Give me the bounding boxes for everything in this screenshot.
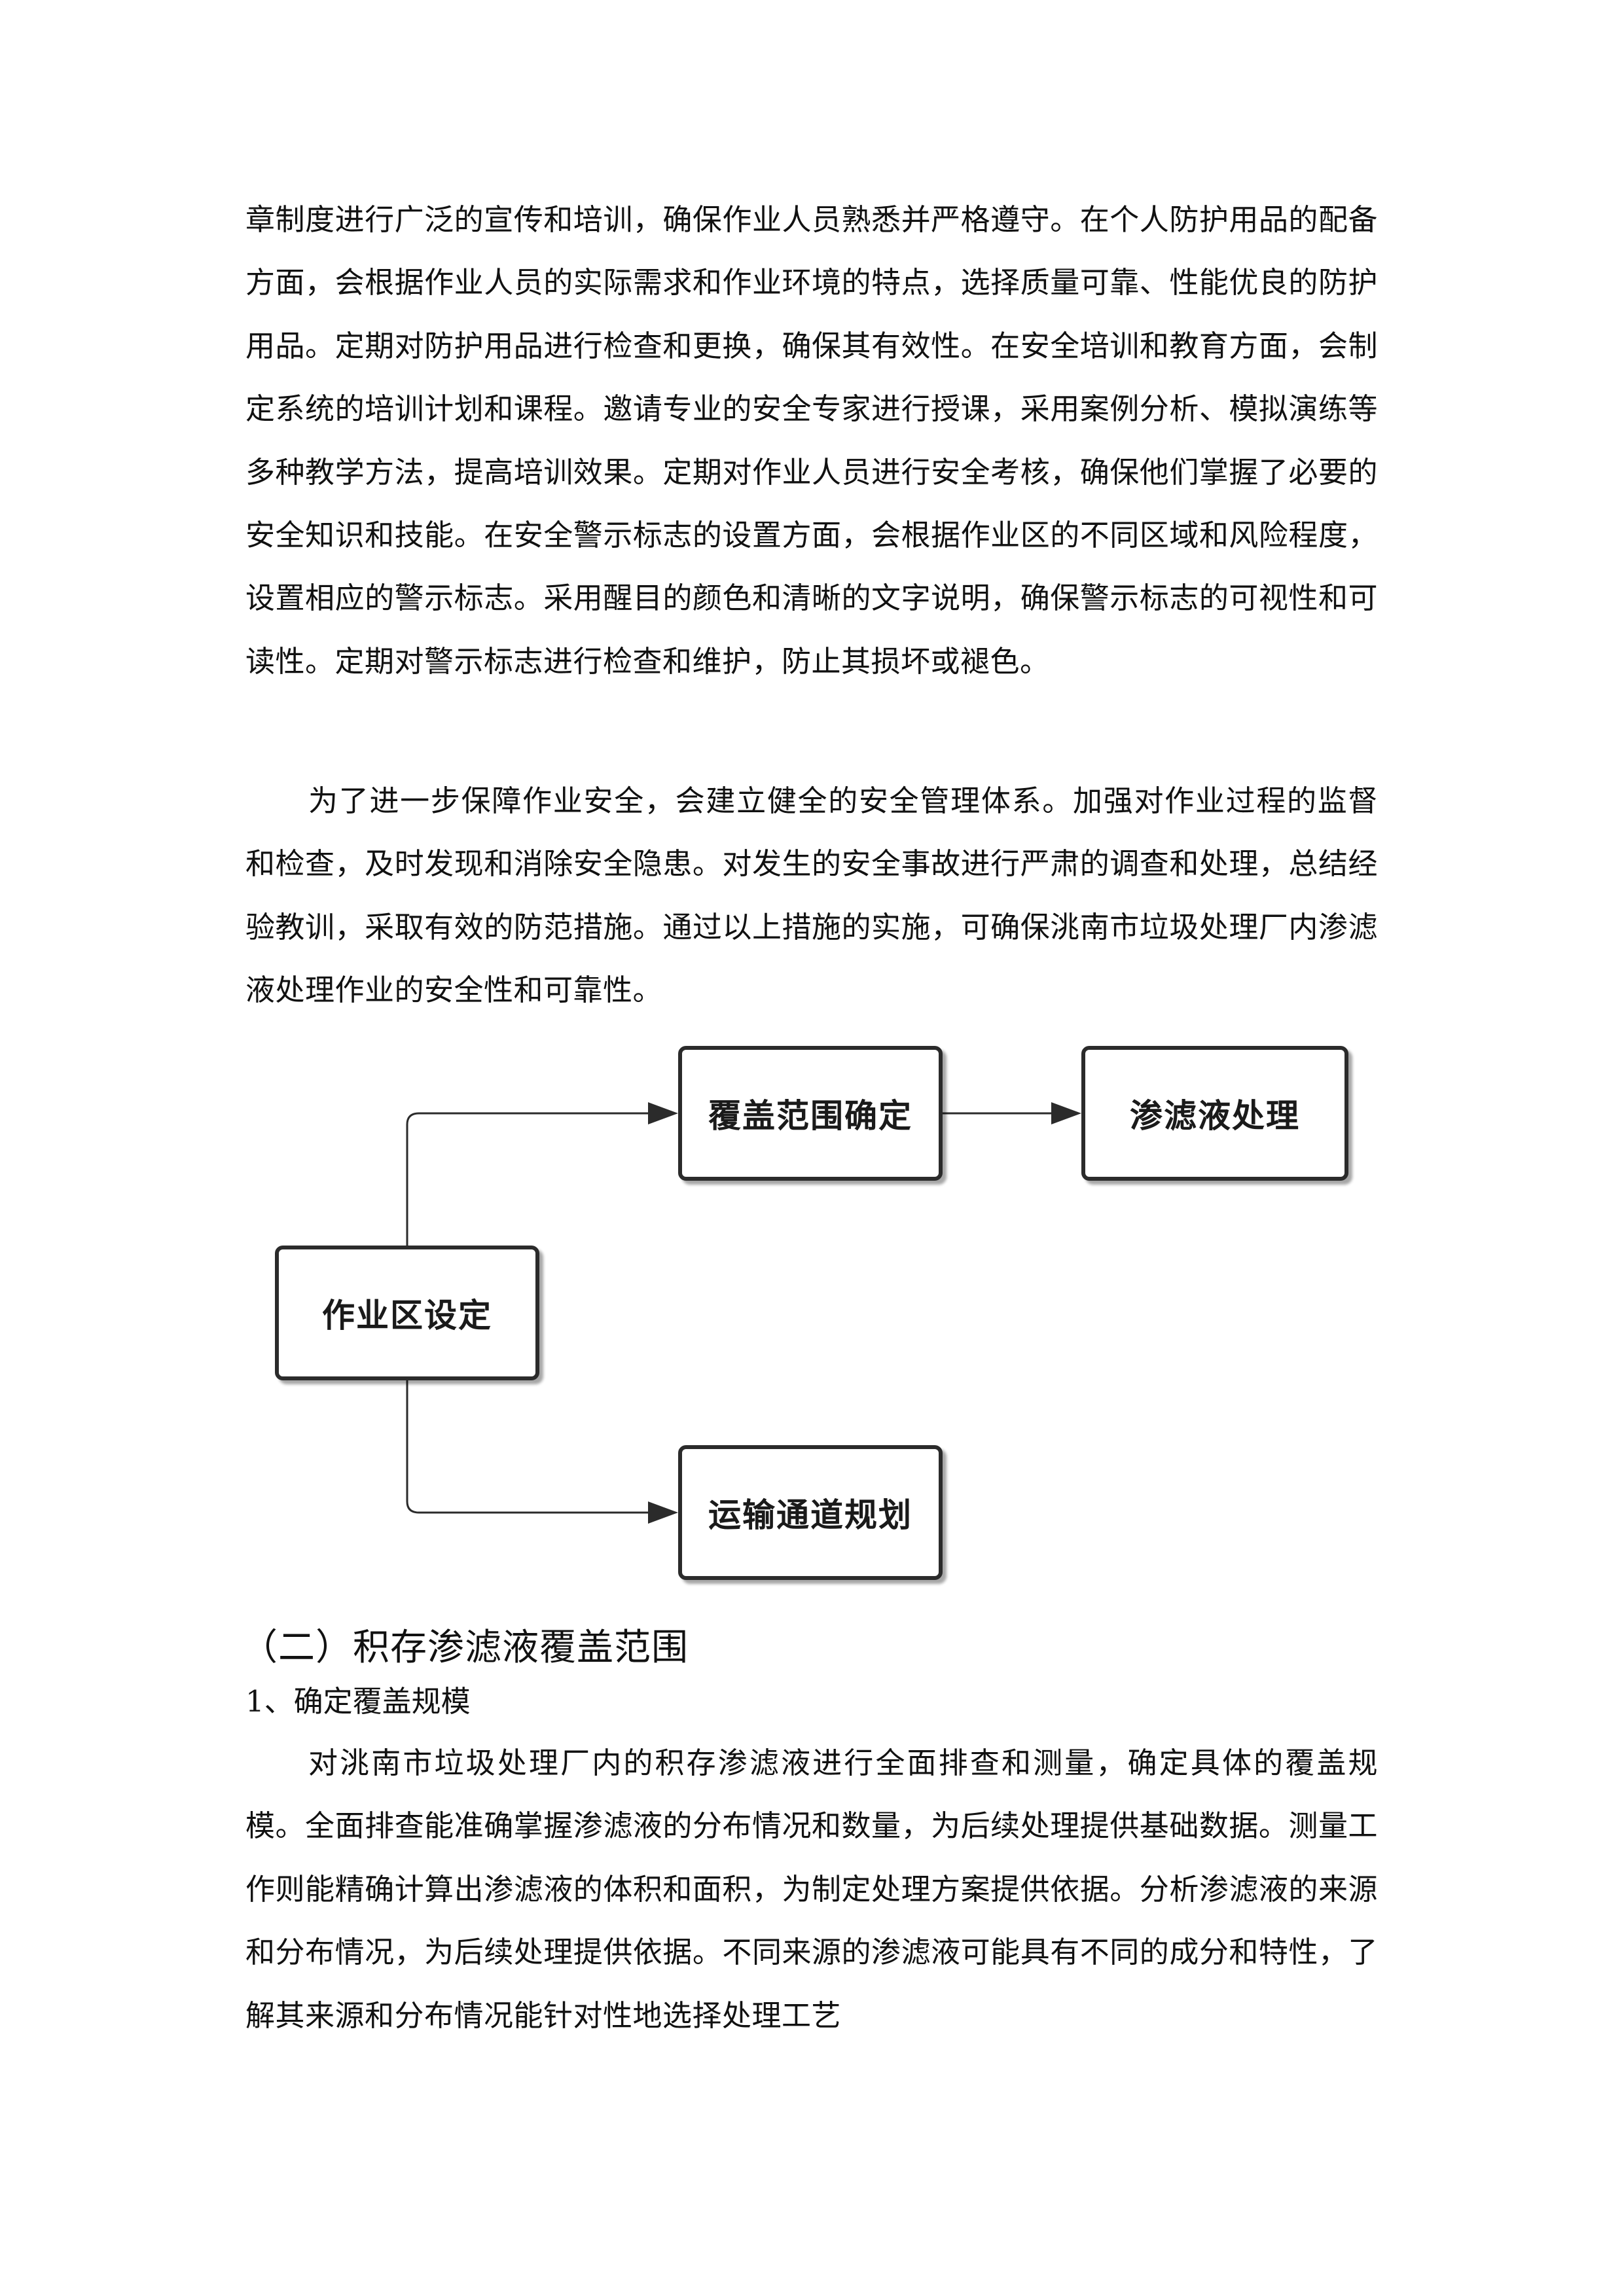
flow-node-coverage: 覆盖范围确定 [678,1046,943,1181]
flow-node-transport: 运输通道规划 [678,1445,943,1580]
flow-node-work-zone: 作业区设定 [275,1246,539,1380]
flow-node-leachate: 渗滤液处理 [1081,1046,1348,1181]
body-paragraph-2: 为了进一步保障作业安全，会建立健全的安全管理体系。加强对作业过程的监督和检查，及… [245,783,1378,1008]
edge-work-to-coverage [406,1112,648,1246]
arrowhead-leachate [1051,1102,1081,1124]
flow-node-work-zone-label: 作业区设定 [322,1297,492,1335]
flow-node-leachate-label: 渗滤液处理 [1130,1097,1300,1135]
flow-node-coverage-label: 覆盖范围确定 [708,1097,912,1135]
arrowhead-transport [648,1501,678,1524]
edge-work-to-transport [406,1380,648,1514]
flow-node-transport-label: 运输通道规划 [708,1496,912,1534]
body-paragraph-3: 对洮南市垃圾处理厂内的积存渗滤液进行全面排查和测量，确定具体的覆盖规模。全面排查… [245,1746,1378,2033]
body-paragraph-1: 章制度进行广泛的宣传和培训，确保作业人员熟悉并严格遵守。在个人防护用品的配备方面… [245,202,1378,679]
subsection-heading: 1、确定覆盖规模 [245,1684,471,1719]
arrowhead-coverage [648,1102,678,1124]
section-heading: （二）积存渗滤液覆盖范围 [241,1626,689,1669]
